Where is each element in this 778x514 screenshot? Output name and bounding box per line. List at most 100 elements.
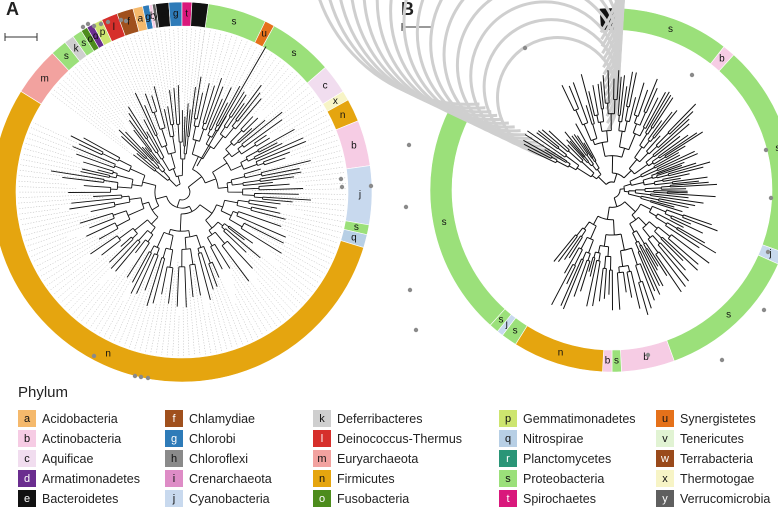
tree-b-ring-label: b bbox=[605, 355, 611, 366]
legend-swatch: b bbox=[18, 430, 36, 447]
legend-swatch: k bbox=[313, 410, 331, 427]
tree-a-ring-label: q bbox=[351, 233, 357, 244]
tree-a-ring-label: o bbox=[88, 34, 94, 45]
legend-label: Actinobacteria bbox=[42, 431, 122, 446]
tree-a-ring-label: f bbox=[127, 17, 130, 28]
tree-a-marker-dot bbox=[338, 176, 344, 182]
tree-a-ring-label: e bbox=[196, 9, 202, 20]
legend-label: Verrucomicrobia bbox=[680, 491, 771, 506]
tree-b-ring-label: s bbox=[498, 315, 503, 326]
tree-a-marker-dot bbox=[91, 353, 97, 359]
legend-item-s: s Proteobacteria bbox=[499, 470, 604, 487]
legend-swatch: o bbox=[313, 490, 331, 507]
legend-label: Fusobacteria bbox=[337, 491, 410, 506]
legend-label: Deinococcus-Thermus bbox=[337, 431, 463, 446]
legend-swatch: x bbox=[656, 470, 674, 487]
tree-b-ring-segment-s bbox=[718, 54, 778, 251]
tree-a-marker-dot bbox=[98, 21, 104, 27]
tree-a-ring-label: s bbox=[232, 16, 237, 27]
tree-b-marker-dot bbox=[522, 45, 528, 51]
legend-label: Aquificae bbox=[42, 451, 94, 466]
legend-label: Chlamydiae bbox=[189, 411, 256, 426]
legend-swatch: e bbox=[18, 490, 36, 507]
tree-b-marker-dot bbox=[406, 142, 412, 148]
tree-b-ring-label: s bbox=[442, 217, 447, 228]
tree-a-marker-dot bbox=[85, 21, 91, 27]
tree-a-marker-dot bbox=[118, 17, 124, 23]
tree-b-guide-ring bbox=[339, 0, 624, 114]
tree-b-guide-ring bbox=[328, 0, 622, 110]
legend-swatch: d bbox=[18, 470, 36, 487]
tree-a-ring-label: s bbox=[354, 222, 359, 233]
tree-a-ring-segment-e bbox=[190, 1, 209, 28]
legend-swatch: g bbox=[165, 430, 183, 447]
tree-a-marker-dot bbox=[145, 375, 151, 381]
legend-label: Cyanobacteria bbox=[189, 491, 270, 506]
legend-swatch: m bbox=[313, 450, 331, 467]
tree-a-ring-label: d bbox=[93, 31, 99, 42]
panel-label-a: A bbox=[6, 0, 19, 19]
legend-label: Synergistetes bbox=[680, 411, 756, 426]
tree-a-ring-label: t bbox=[185, 9, 188, 20]
tree-b-ring-label: e bbox=[608, 14, 614, 25]
legend-label: Nitrospirae bbox=[523, 431, 584, 446]
tree-a-marker-dot bbox=[123, 18, 129, 24]
tree-b-ring-label: s bbox=[775, 143, 778, 154]
tree-b-marker-dot bbox=[645, 352, 651, 358]
legend-swatch: y bbox=[656, 490, 674, 507]
tree-b-marker-dot bbox=[719, 357, 725, 363]
tree-b-marker-dot bbox=[407, 287, 413, 293]
tree-b-guide-ring bbox=[389, 0, 625, 129]
tree-a-marker-dot bbox=[138, 374, 144, 380]
tree-b-ring-segment-s bbox=[617, 7, 725, 65]
legend-label: Gemmatimonadetes bbox=[523, 411, 636, 426]
tree-a-ring-label: e bbox=[161, 9, 167, 20]
tree-a-ring-label: s bbox=[292, 48, 297, 59]
legend-swatch: p bbox=[499, 410, 517, 427]
legend-label: Terrabacteria bbox=[680, 451, 753, 466]
tree-b-marker-dot bbox=[689, 72, 695, 78]
tree-a-ring-label: l bbox=[113, 22, 115, 33]
legend-swatch: u bbox=[656, 410, 674, 427]
tree-a-ring-label: n bbox=[340, 110, 346, 121]
tree-a-long-branch bbox=[196, 46, 267, 167]
tree-b-marker-dot bbox=[768, 195, 774, 201]
tree-a-ring-label: y bbox=[153, 10, 158, 21]
legend-swatch: v bbox=[656, 430, 674, 447]
legend-label: Proteobacteria bbox=[523, 471, 605, 486]
tree-a-ring-label: g bbox=[145, 12, 151, 23]
tree-b-ring-segment-s bbox=[666, 254, 778, 362]
tree-b-lower-branches bbox=[551, 150, 718, 316]
legend-label: Thermotogae bbox=[680, 471, 755, 486]
tree-a-marker-dot bbox=[105, 19, 111, 25]
tree-b-ring-label: j bbox=[768, 249, 771, 260]
tree-a-ring-label: s bbox=[81, 38, 86, 49]
tree-a-leaf-guides bbox=[18, 29, 347, 357]
legend-swatch: s bbox=[499, 470, 517, 487]
tree-a-ring-label: x bbox=[333, 96, 338, 107]
tree-b-ring-label: s bbox=[614, 355, 619, 366]
legend-item-x: x Thermotogae bbox=[656, 470, 754, 487]
tree-b-ring-label: b bbox=[719, 54, 725, 65]
legend-swatch: n bbox=[313, 470, 331, 487]
tree-a-ring-label: c bbox=[323, 81, 328, 92]
tree-b-guide-ring bbox=[402, 0, 624, 133]
tree-b-marker-dot bbox=[413, 327, 419, 333]
tree-b-ring-label: n bbox=[558, 348, 564, 359]
tree-a-ring-segment-n bbox=[0, 90, 365, 383]
legend-label: Euryarchaeota bbox=[337, 451, 419, 466]
tree-a-ring-label: p bbox=[100, 27, 106, 38]
tree-a-marker-dot bbox=[132, 373, 138, 379]
legend-item-m: m Euryarchaeota bbox=[313, 450, 418, 467]
legend-swatch: r bbox=[499, 450, 517, 467]
tree-a-ring-label: a bbox=[138, 13, 144, 24]
tree-a-branches bbox=[50, 76, 312, 308]
